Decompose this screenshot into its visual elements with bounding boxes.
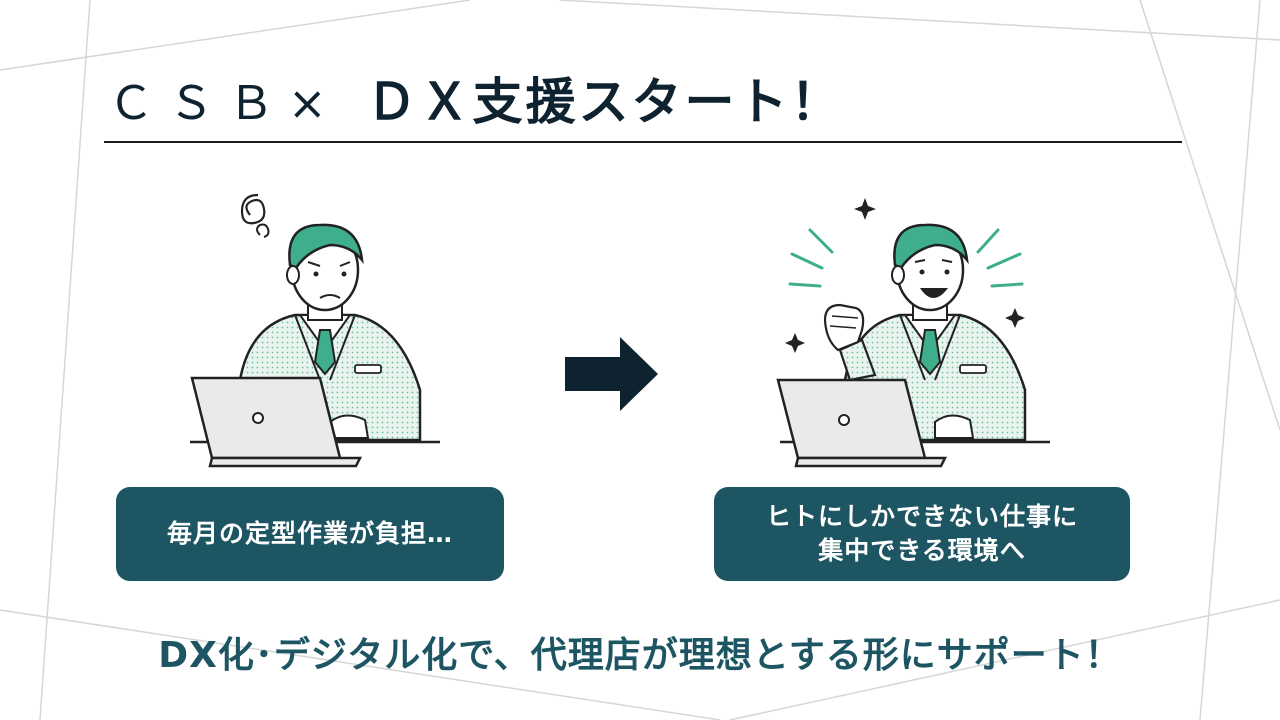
bottom-message: DX化･デジタル化で、代理店が理想とする形にサポート！ <box>158 635 1122 676</box>
worried-businessman-laptop-icon <box>190 193 440 468</box>
title-prefix: ＣＳＢ× <box>108 76 341 130</box>
right-arrow-icon <box>565 337 658 411</box>
title-main: ＤＸ支援スタート！ <box>366 73 844 131</box>
after-caption-line2: 集中できる環境へ <box>818 536 1026 565</box>
page-title: ＣＳＢ× ＤＸ支援スタート！ <box>108 62 844 132</box>
before-caption: 毎月の定型作業が負担… <box>166 519 453 548</box>
before-caption-box: 毎月の定型作業が負担… <box>116 487 504 581</box>
after-caption-line1: ヒトにしかできない仕事に <box>765 502 1078 531</box>
happy-businessman-laptop-icon <box>776 198 1050 468</box>
after-caption-box: ヒトにしかできない仕事に 集中できる環境へ <box>714 487 1130 581</box>
title-divider <box>104 141 1182 143</box>
